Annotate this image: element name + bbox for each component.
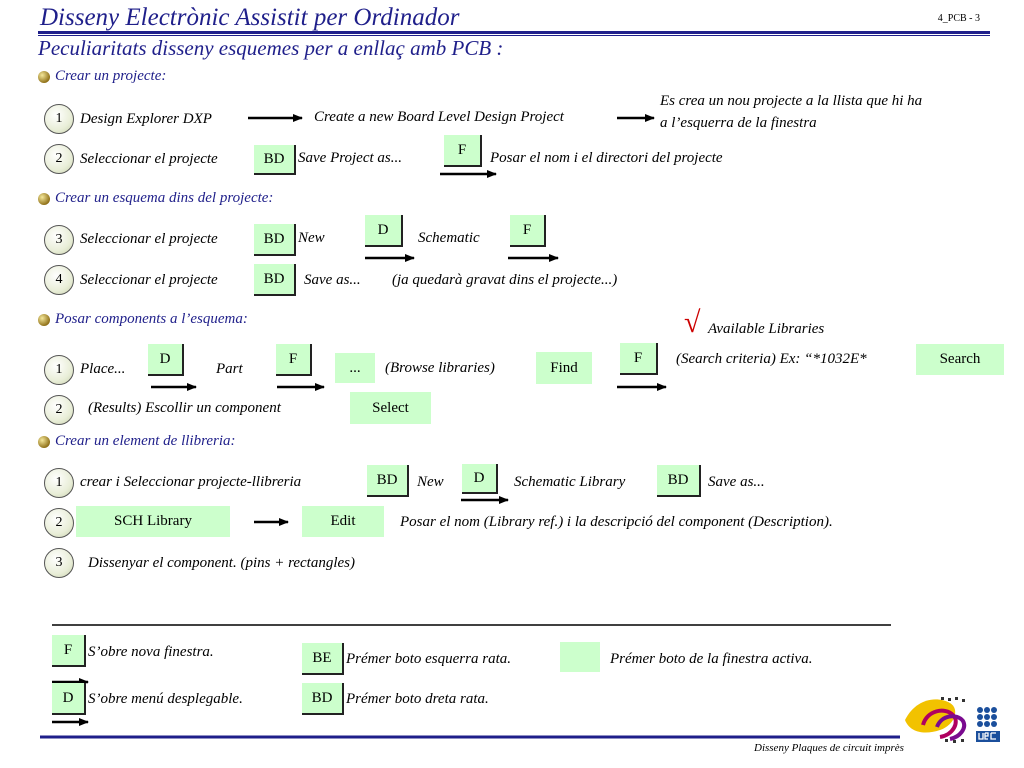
page-number: 4_PCB - 3: [937, 13, 980, 24]
step-result: a l’esquerra de la finestra: [660, 115, 817, 131]
menu-item-text: Part: [216, 361, 243, 377]
step-text: Seleccionar el projecte: [80, 231, 218, 247]
step-result: Posar el nom i el directori del projecte: [490, 150, 723, 166]
step-result: Es crea un nou projecte a la llista que …: [660, 93, 923, 109]
step-number: 1: [44, 104, 74, 134]
legend-text: Prémer boto de la finestra activa.: [610, 651, 813, 667]
bullet-icon: [38, 193, 50, 205]
step-note: (ja quedarà gravat dins el projecte...): [392, 272, 618, 288]
dialog-tab-text: Available Libraries: [708, 321, 825, 337]
legend-active-window-swatch: [560, 642, 600, 672]
step-text: Seleccionar el projecte: [80, 272, 218, 288]
step-text: Design Explorer DXP: [80, 111, 212, 127]
step-number: 1: [44, 468, 74, 498]
d-dropdown-box: D: [462, 464, 498, 494]
menu-item-text: New: [298, 230, 325, 246]
edit-button[interactable]: Edit: [302, 506, 384, 537]
bd-right-click-box: BD: [657, 465, 701, 497]
step-text: crear i Seleccionar projecte-llibreria: [80, 474, 302, 490]
step-text: Place...: [80, 361, 126, 377]
step-action: Create a new Board Level Design Project: [314, 109, 564, 125]
search-criteria-text: (Search criteria) Ex: “*1032E*: [676, 351, 867, 367]
f-new-window-box: F: [620, 343, 658, 375]
bd-right-click-box: BD: [254, 224, 296, 256]
step-result: Posar el nom (Library ref.) i la descrip…: [400, 514, 833, 530]
step-number: 1: [44, 355, 74, 385]
search-button[interactable]: Search: [916, 344, 1004, 375]
step-text: (Results) Escollir un component: [88, 400, 281, 416]
section-heading: Crear un projecte:: [55, 68, 167, 84]
menu-item-text: Save as...: [304, 272, 361, 288]
footer-text: Disseny Plaques de circuit imprès: [754, 742, 904, 754]
bd-right-click-box: BD: [254, 145, 296, 175]
section-heading: Posar components a l’esquema:: [55, 311, 248, 327]
f-new-window-box: F: [444, 135, 482, 167]
legend-text: Prémer boto dreta rata.: [346, 691, 489, 707]
section-heading: Crear un element de llibreria:: [55, 433, 236, 449]
bd-right-click-box: BD: [254, 264, 296, 296]
section-heading: Crear un esquema dins del projecte:: [55, 190, 274, 206]
legend-text: S’obre menú desplegable.: [88, 691, 243, 707]
step-number: 2: [44, 395, 74, 425]
page-subtitle: Peculiaritats disseny esquemes per a enl…: [38, 36, 504, 60]
step-number: 4: [44, 265, 74, 295]
step-number: 2: [44, 144, 74, 174]
d-dropdown-box: D: [148, 344, 184, 376]
browse-button[interactable]: ...: [335, 353, 375, 383]
bullet-icon: [38, 71, 50, 83]
sch-library-panel-tab[interactable]: SCH Library: [76, 506, 230, 537]
f-new-window-box: F: [276, 344, 312, 376]
step-note: (Browse libraries): [385, 360, 495, 376]
select-button[interactable]: Select: [350, 392, 431, 424]
legend-be-box: BE: [302, 643, 344, 675]
legend-text: Prémer boto esquerra rata.: [346, 651, 511, 667]
step-text: Dissenyar el component. (pins + rectangl…: [88, 555, 356, 571]
f-new-window-box: F: [510, 215, 546, 247]
legend-text: S’obre nova finestra.: [88, 644, 214, 660]
step-number: 2: [44, 508, 74, 538]
find-button[interactable]: Find: [536, 352, 592, 384]
legend-f-box: F: [52, 635, 86, 667]
menu-item-text: New: [417, 474, 444, 490]
d-dropdown-box: D: [365, 215, 403, 247]
menu-item-text: Schematic Library: [514, 474, 626, 490]
bd-right-click-box: BD: [367, 465, 409, 497]
step-text: Seleccionar el projecte: [80, 151, 218, 167]
title-rule-thin: [38, 35, 990, 36]
menu-item-text: Save Project as...: [298, 150, 402, 166]
page-title: Disseny Electrònic Assistit per Ordinado…: [40, 4, 460, 31]
bullet-icon: [38, 436, 50, 448]
title-rule: [38, 31, 990, 34]
checkmark-icon: √: [684, 306, 701, 339]
bullet-icon: [38, 314, 50, 326]
step-number: 3: [44, 548, 74, 578]
menu-item-text: Save as...: [708, 474, 765, 490]
step-number: 3: [44, 225, 74, 255]
legend-bd-box: BD: [302, 683, 344, 715]
legend-d-box: D: [52, 683, 86, 715]
menu-item-text: Schematic: [418, 230, 480, 246]
